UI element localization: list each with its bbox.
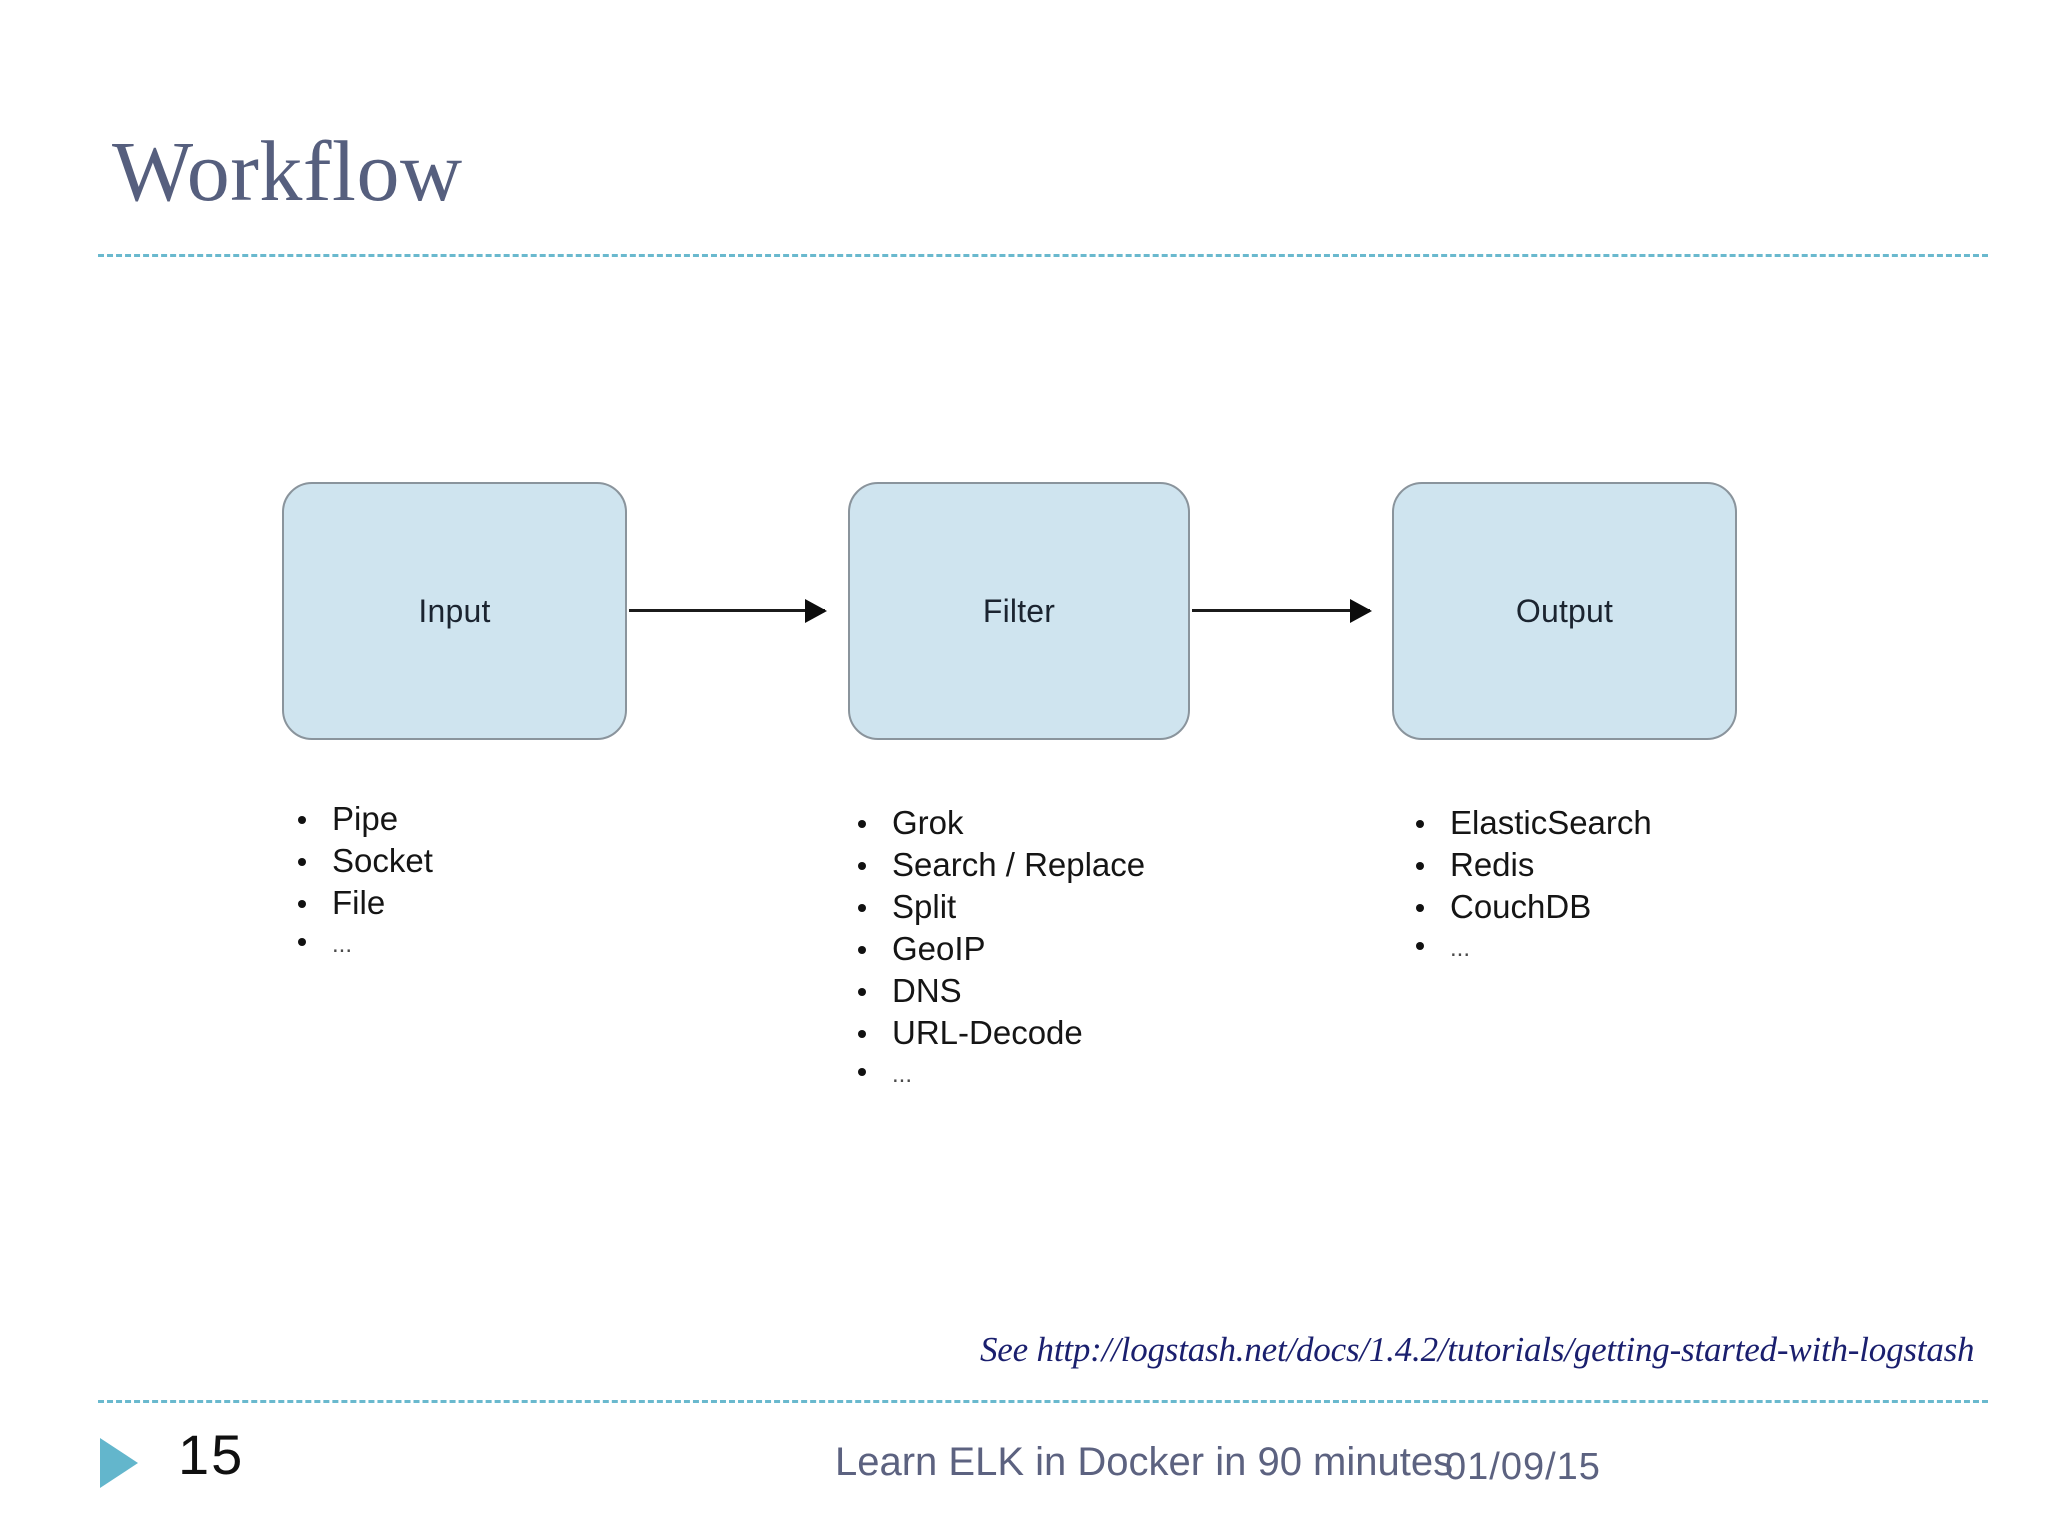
list-item-label: Grok (892, 804, 964, 841)
list-item: URL-Decode (850, 1012, 1145, 1054)
stage-box-input[interactable]: Input (282, 482, 627, 740)
arrow-input-to-filter-icon (629, 609, 825, 612)
list-item-label: ... (332, 931, 353, 958)
list-item-label: Redis (1450, 846, 1535, 883)
list-item-label: CouchDB (1450, 888, 1592, 925)
list-item-label: Search / Replace (892, 846, 1146, 883)
list-item-label: URL-Decode (892, 1014, 1083, 1051)
stage-label-input: Input (418, 592, 491, 629)
stage-label-filter: Filter (982, 592, 1056, 629)
list-item: Split (850, 886, 1145, 928)
list-item: ElasticSearch (1408, 802, 1652, 844)
bullet-icon (1416, 942, 1424, 950)
list-item: Search / Replace (850, 844, 1145, 886)
stage-list-input: Pipe Socket File ... (290, 798, 433, 966)
list-item-label: DNS (892, 972, 962, 1009)
page-number: 15 (178, 1423, 245, 1486)
list-item-label: Split (892, 888, 957, 925)
list-item-label: ... (892, 1061, 913, 1088)
list-item-label: Socket (332, 842, 433, 879)
list-item: ... (850, 1054, 1145, 1096)
reference-prefix: See (980, 1330, 1037, 1369)
triangle-marker-icon (100, 1438, 138, 1488)
bullet-icon (858, 988, 866, 996)
list-item-label: ... (1450, 935, 1471, 962)
list-item: ... (1408, 928, 1652, 970)
bullet-icon (858, 1030, 866, 1038)
stage-list-output: ElasticSearch Redis CouchDB ... (1408, 802, 1652, 970)
list-item-label: File (332, 884, 386, 921)
stage-box-filter[interactable]: Filter (848, 482, 1190, 740)
list-item: GeoIP (850, 928, 1145, 970)
list-item: Redis (1408, 844, 1652, 886)
slide-footer: 15 Learn ELK in Docker in 90 minutes 01/… (0, 1416, 2048, 1536)
list-item: DNS (850, 970, 1145, 1012)
list-item: File (290, 882, 433, 924)
list-item-label: ElasticSearch (1450, 804, 1652, 841)
footer-date: 01/09/15 (1445, 1446, 1601, 1488)
bullet-icon (858, 820, 866, 828)
bullet-icon (858, 904, 866, 912)
footer-divider (98, 1400, 1988, 1403)
page-title: Workflow (112, 123, 463, 219)
bullet-icon (858, 1068, 866, 1076)
list-item: Grok (850, 802, 1145, 844)
stage-box-output[interactable]: Output (1392, 482, 1737, 740)
bullet-icon (298, 938, 306, 946)
list-item-label: Pipe (332, 800, 399, 837)
reference-link[interactable]: See http://logstash.net/docs/1.4.2/tutor… (980, 1330, 1975, 1370)
list-item-label: GeoIP (892, 930, 986, 967)
arrow-filter-to-output-icon (1192, 609, 1370, 612)
bullet-icon (858, 946, 866, 954)
bullet-icon (1416, 904, 1424, 912)
bullet-icon (858, 862, 866, 870)
bullet-icon (298, 900, 306, 908)
list-item: Socket (290, 840, 433, 882)
list-item: CouchDB (1408, 886, 1652, 928)
footer-title: Learn ELK in Docker in 90 minutes (835, 1440, 1454, 1484)
title-divider (98, 254, 1988, 257)
reference-url[interactable]: http://logstash.net/docs/1.4.2/tutorials… (1036, 1330, 1975, 1369)
list-item: Pipe (290, 798, 433, 840)
bullet-icon (298, 858, 306, 866)
stage-list-filter: Grok Search / Replace Split GeoIP DNS (850, 802, 1145, 1096)
stage-label-output: Output (1515, 592, 1614, 629)
bullet-icon (1416, 862, 1424, 870)
bullet-icon (1416, 820, 1424, 828)
list-item: ... (290, 924, 433, 966)
bullet-icon (298, 816, 306, 824)
